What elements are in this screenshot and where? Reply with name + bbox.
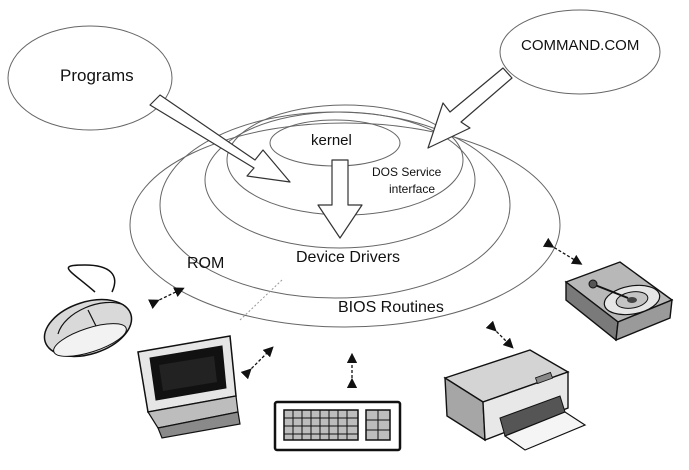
- disk-connector: [542, 237, 583, 265]
- monitor-icon: [137, 335, 241, 439]
- programs-arrow: [149, 94, 291, 183]
- bios-routines-label: BIOS Routines: [338, 299, 444, 316]
- device-drivers-label: Device Drivers: [296, 249, 401, 266]
- printer-icon: [443, 349, 587, 451]
- kernel-label: kernel: [311, 132, 352, 149]
- keyboard-icon: [273, 400, 402, 452]
- dos-interface-label: interface: [389, 182, 436, 196]
- printer-connector: [485, 320, 514, 349]
- mouse-connector: [148, 287, 185, 309]
- programs-bubble: [7, 25, 173, 131]
- rom-divider: [239, 279, 283, 321]
- kernel-arrow: [317, 159, 363, 239]
- mouse-icon: [43, 264, 133, 358]
- driver-ring: [204, 111, 476, 249]
- programs-label: Programs: [60, 66, 134, 85]
- connector-arrows: [148, 237, 583, 389]
- rom-label: ROM: [187, 255, 225, 272]
- bios-ring: [129, 122, 561, 328]
- dos-service-label: DOS Service: [372, 165, 442, 179]
- hard-disk-icon: [564, 261, 674, 342]
- command-com-label: COMMAND.COM: [521, 37, 640, 54]
- command-arrow: [427, 67, 513, 149]
- command-bubble: [499, 9, 661, 95]
- monitor-connector: [240, 346, 274, 380]
